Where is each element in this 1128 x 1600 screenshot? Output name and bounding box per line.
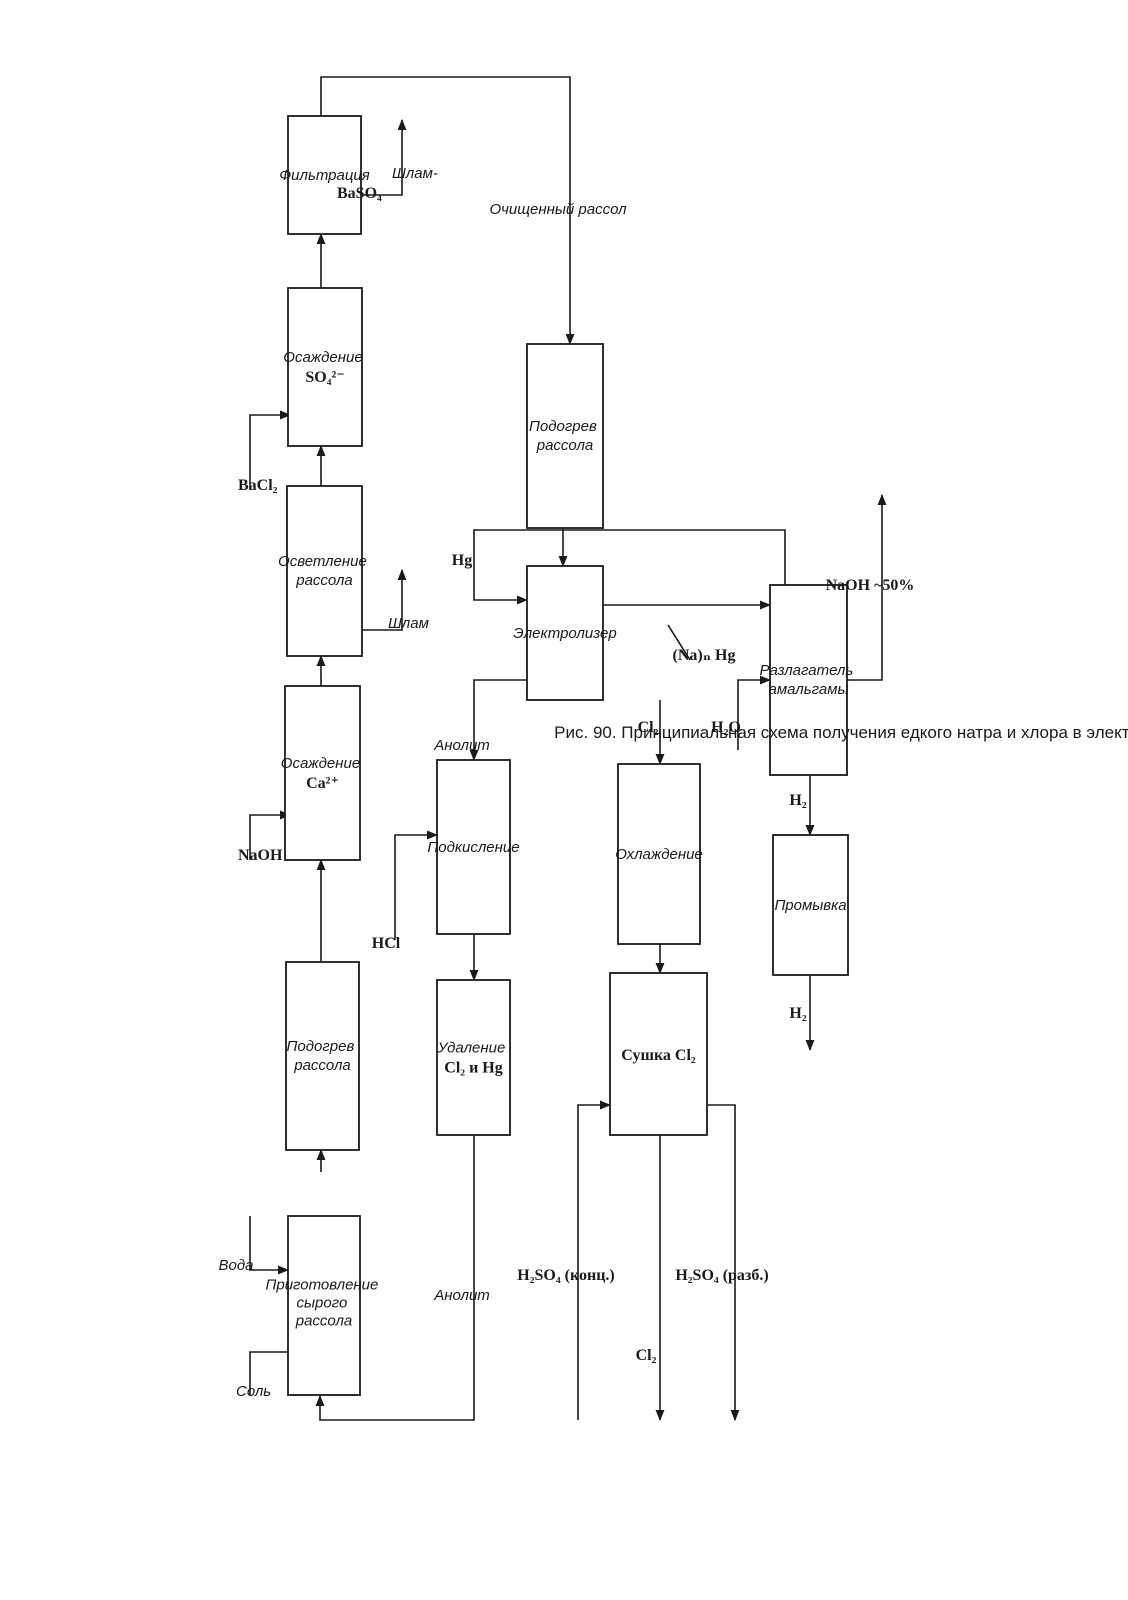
label-bacl2: BaCl₂ — [238, 477, 278, 494]
box-ca: Осаждение Ca²⁺ — [281, 685, 364, 861]
label-naoh-in: NaOH — [238, 847, 283, 864]
flow-hg-return — [473, 529, 786, 700]
flow-h2so4-dil — [707, 1104, 740, 1422]
svg-text:Подогрев рассола: Подогрев рассола — [287, 1038, 359, 1074]
svg-text:Подогрев рассола: Подогрев рассола — [529, 418, 601, 454]
label-naoh-out: NaOH ~50% — [826, 577, 915, 594]
box-clarify: Осветление рассола — [278, 485, 371, 657]
box-wash: Промывка — [772, 834, 849, 976]
svg-text:Осаждение Ca²⁺: Осаждение Ca²⁺ — [281, 755, 364, 792]
flow-hcl — [394, 830, 439, 940]
svg-text:Охлаждение: Охлаждение — [615, 846, 703, 863]
box-filter: Фильтрация — [279, 115, 370, 235]
flow-shlam — [362, 568, 407, 631]
flow-h2so4-conc — [577, 1100, 612, 1420]
svg-text:Осаждение SO₄²⁻: Осаждение SO₄²⁻ — [283, 349, 366, 386]
label-shlam-baso4: Шлам- BaSO₄ — [337, 165, 442, 202]
box-heat1: Подогрев рассола — [285, 961, 360, 1151]
svg-text:Осветление рассола: Осветление рассола — [278, 553, 371, 589]
label-cl2-mid: Cl₂ — [638, 719, 659, 736]
diagram-content: Приготовление сырого рассола Подогрев ра… — [219, 76, 1128, 1422]
svg-text:Разлагатель амальгамы: Разлагатель амальгамы — [760, 662, 858, 698]
flow-shlam-baso4 — [362, 118, 407, 196]
label-cl2-out: Cl₂ — [636, 1347, 657, 1364]
connectors — [249, 76, 887, 1422]
flow-filter-clean-brine — [320, 76, 575, 346]
svg-text:Промывка: Промывка — [774, 897, 846, 914]
svg-text:Подкисление: Подкисление — [427, 839, 519, 856]
label-hcl: HCl — [372, 935, 401, 952]
box-cool: Охлаждение — [615, 763, 703, 945]
box-decomp: Разлагатель амальгамы — [760, 584, 858, 776]
flow-naoh-out — [847, 493, 887, 681]
box-so4: Осаждение SO₄²⁻ — [283, 287, 366, 447]
svg-text:Электролизер: Электролизер — [513, 625, 616, 642]
flow-remove-prep — [315, 1135, 475, 1421]
stream-labels: Соль Вода NaOH BaCl₂ Шлам Шлам- BaSO₄ Оч… — [219, 165, 915, 1400]
label-sol: Соль — [236, 1383, 271, 1400]
label-h2-out: H₂ — [789, 1005, 806, 1022]
label-anolit-down: Анолит — [433, 1287, 490, 1304]
figure-caption: Рис. 90. Принципиальная схема получения … — [554, 723, 1128, 742]
label-h2o: H₂O — [711, 719, 741, 736]
label-voda: Вода — [219, 1257, 254, 1274]
label-h2-mid: H₂ — [789, 792, 806, 809]
box-prep: Приготовление сырого рассола — [265, 1215, 382, 1396]
label-shlam: Шлам — [388, 615, 429, 632]
label-clean-brine: Очищенный рассол — [489, 201, 627, 218]
flow-bacl2 — [249, 410, 292, 490]
svg-text:Сушка Cl₂: Сушка Cl₂ — [621, 1047, 696, 1064]
flow-naoh-in — [249, 810, 292, 860]
box-dry: Сушка Cl₂ — [609, 972, 708, 1136]
flow-amalgam-leader — [667, 624, 691, 661]
label-h2so4-dil: H₂SO₄ (разб.) — [675, 1267, 768, 1284]
flow-anolit — [469, 679, 527, 762]
box-electro: Электролизер — [513, 565, 617, 701]
label-hg: Hg — [452, 552, 472, 569]
box-heat2: Подогрев рассола — [526, 343, 604, 529]
svg-text:Удаление Cl₂ и Hg: Удаление Cl₂ и Hg — [437, 1040, 510, 1077]
svg-text:Приготовление сырого: Приготовление сырого рассола — [265, 1277, 382, 1330]
label-anolit-up: Анолит — [433, 737, 490, 754]
flow-voda — [249, 1216, 290, 1275]
svg-text:Фильтрация: Фильтрация — [279, 167, 370, 184]
box-acid: Подкисление — [427, 759, 520, 935]
flow-h2o — [737, 675, 772, 750]
box-remove: Удаление Cl₂ и Hg — [436, 979, 511, 1136]
label-h2so4-conc: H₂SO₄ (конц.) — [517, 1267, 614, 1284]
label-amalgam: (Na)ₙ Hg — [673, 647, 736, 664]
